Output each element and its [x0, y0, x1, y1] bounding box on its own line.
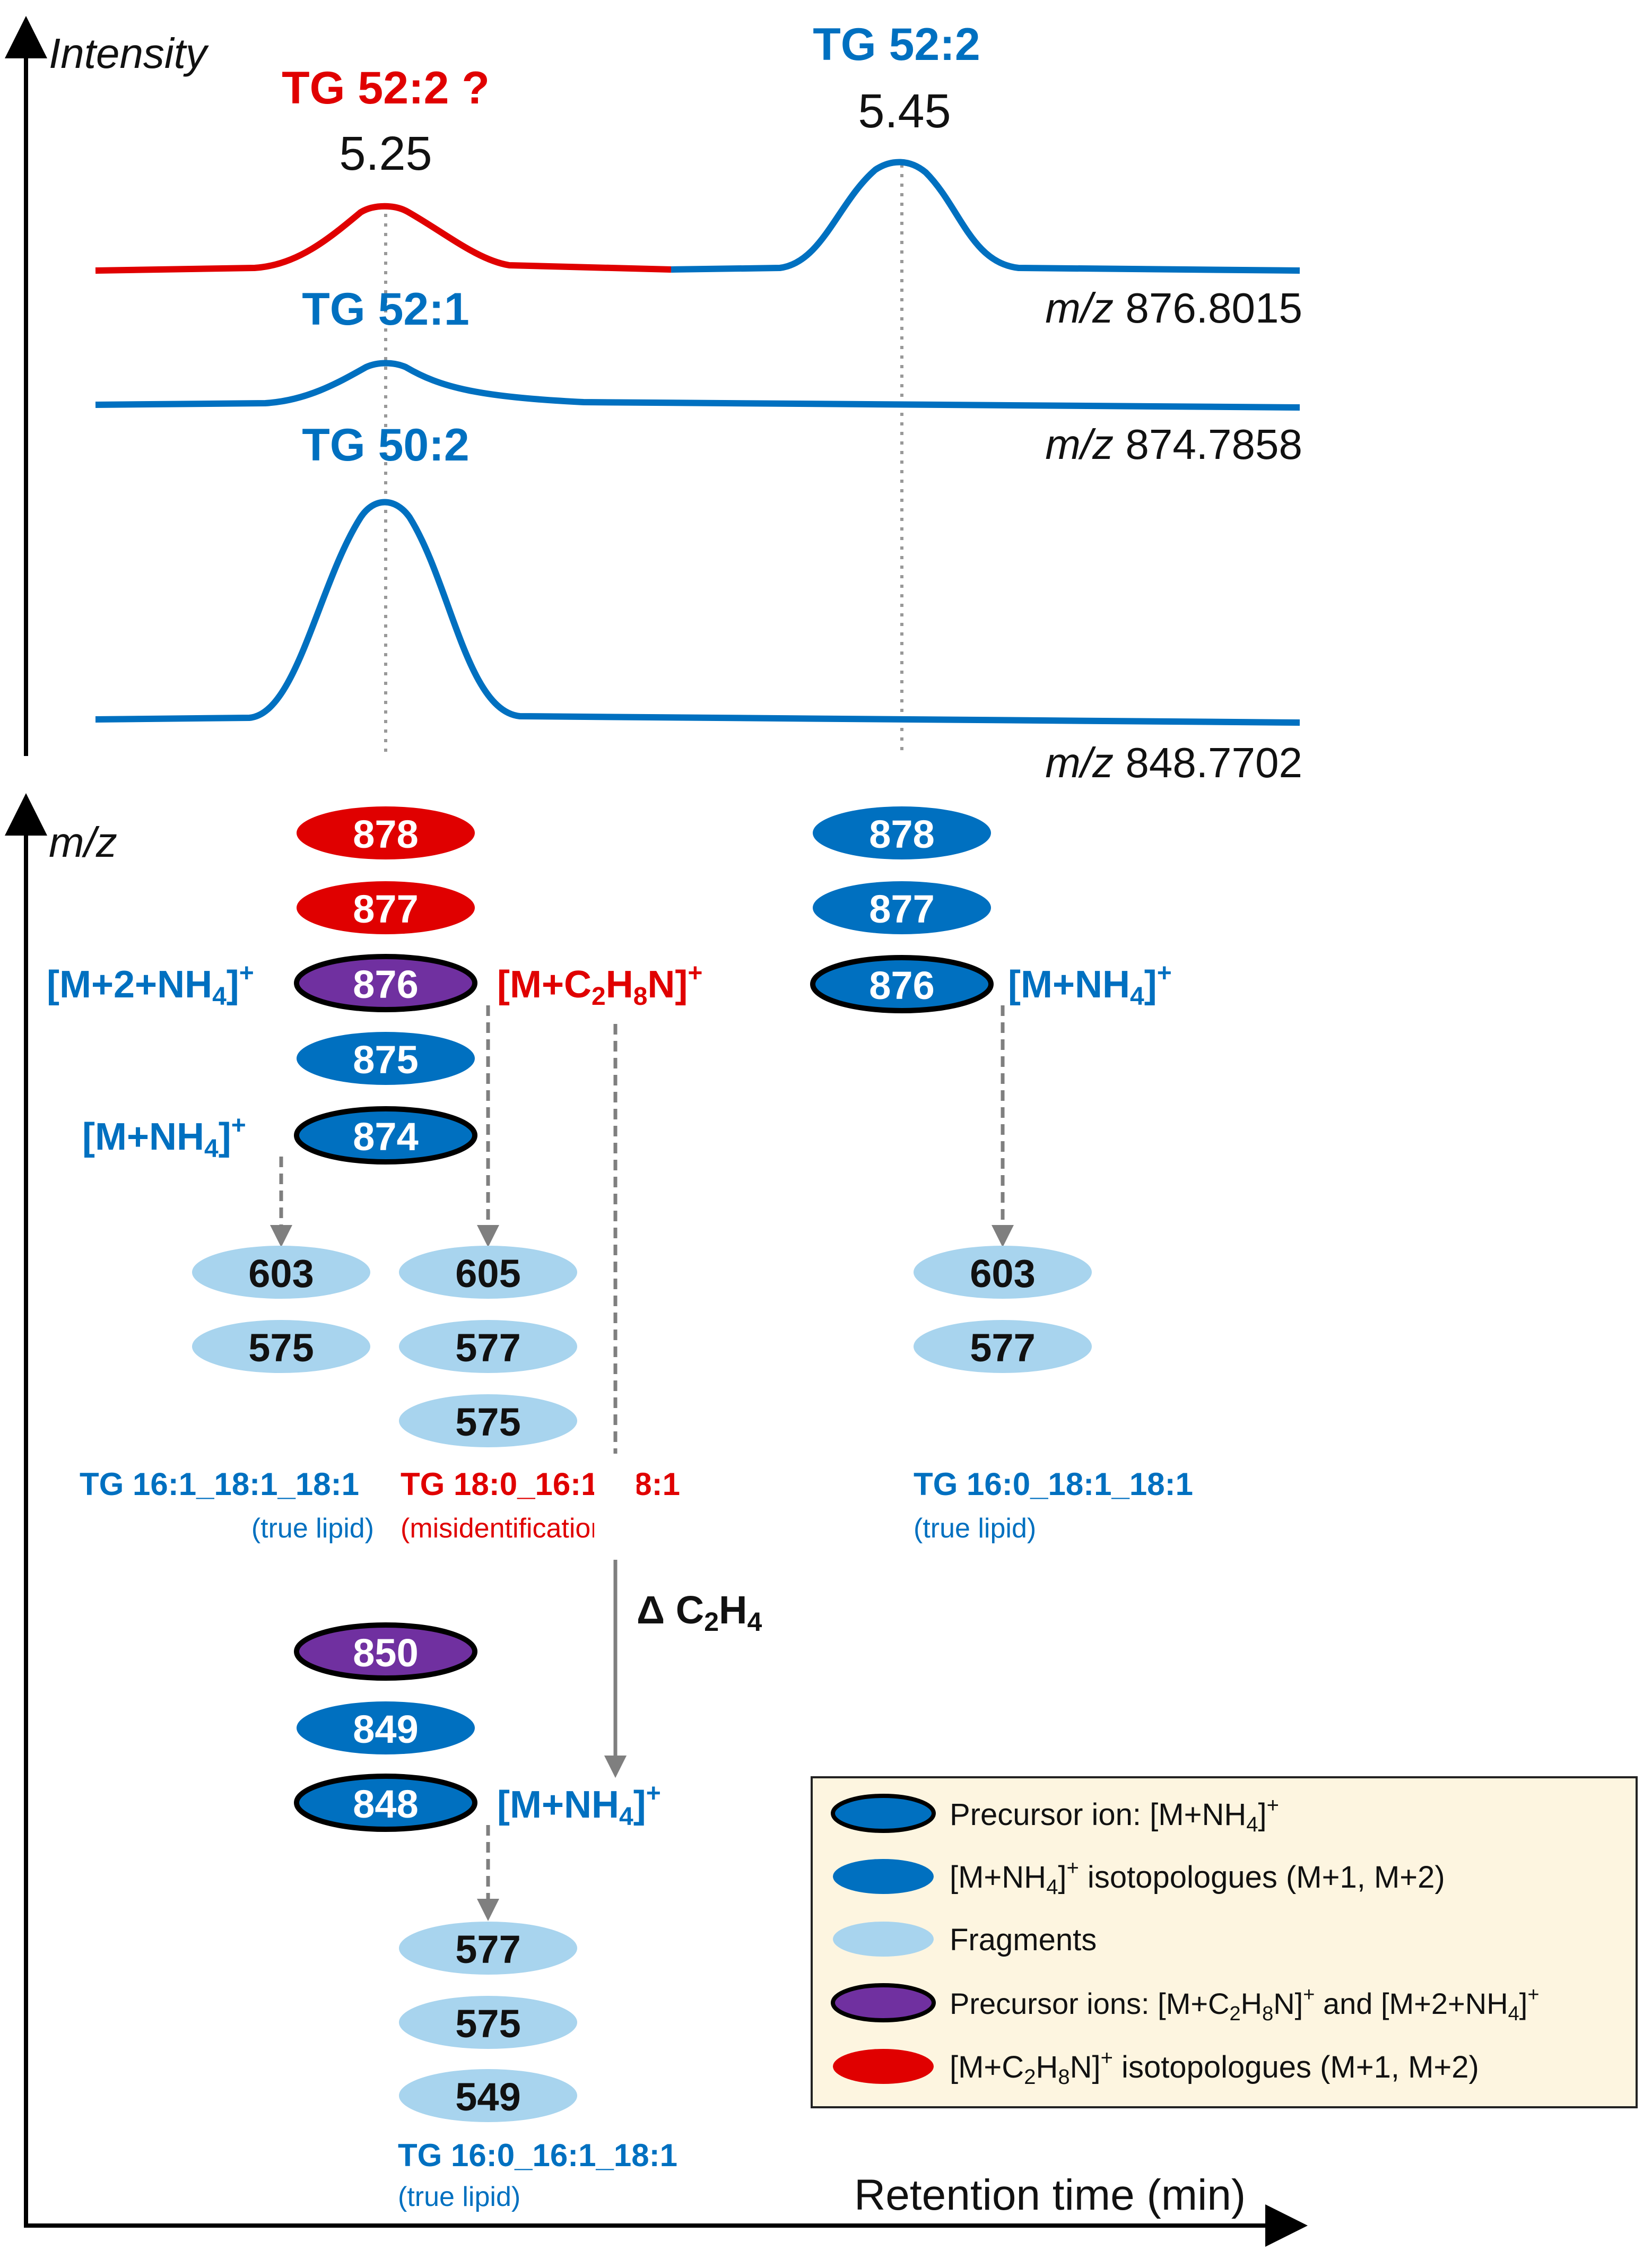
- delta-label-gap: [594, 1454, 637, 1560]
- trace-876: [95, 159, 1300, 274]
- lipid-note-misidentification: (misidentification): [401, 1513, 615, 1544]
- svg-text:577: 577: [455, 1326, 520, 1370]
- ion-875-blue: 875: [297, 1032, 475, 1085]
- legend-item-fragments: Fragments: [833, 1922, 1097, 1957]
- peak-label-tg-50-2: TG 50:2: [302, 420, 469, 471]
- ion-874-precursor: 874: [294, 1106, 477, 1165]
- svg-text:848: 848: [353, 1782, 418, 1826]
- adduct-label-m2nh4: [M+2+NH4]+: [47, 959, 254, 1011]
- lipid-name-tg-16-0-16-1-18-1: TG 16:0_16:1_18:1: [398, 2138, 677, 2173]
- svg-text:577: 577: [455, 1927, 520, 1971]
- trace-876-red-segment: [95, 203, 672, 274]
- trace-mz-label-874: m/z 874.7858: [1045, 421, 1302, 468]
- svg-text:850: 850: [353, 1631, 418, 1675]
- ion-878-blue: 878: [813, 806, 991, 859]
- adduct-label-mnh4-left: [M+NH4]+: [82, 1111, 246, 1163]
- fragment-549-lower: 549: [399, 2069, 577, 2122]
- peak-label-tg-52-2-question: TG 52:2 ?: [282, 63, 490, 114]
- peak-label-tg-52-1: TG 52:1: [302, 284, 469, 335]
- svg-text:Precursor ion: [M+NH4]+: Precursor ion: [M+NH4]+: [950, 1794, 1279, 1836]
- lipid-name-tg-16-0-18-1-18-1: TG 16:0_18:1_18:1: [914, 1466, 1193, 1502]
- legend-item-red-isotopologues: [M+C2H8N]+ isotopologues (M+1, M+2): [833, 2046, 1479, 2089]
- svg-text:549: 549: [455, 2075, 520, 2119]
- lipid-note-true-lipid-lower: (true lipid): [398, 2182, 520, 2212]
- svg-text:[M+C2H8N]+ isotopologues (M+1,: [M+C2H8N]+ isotopologues (M+1, M+2): [950, 2046, 1479, 2089]
- trace-mz-label-848: m/z 848.7702: [1045, 739, 1302, 786]
- delta-c2h4-label: Δ C2H4: [637, 1588, 762, 1637]
- fragment-575-a: 575: [192, 1320, 370, 1373]
- svg-text:878: 878: [869, 812, 934, 856]
- trace-848: [95, 499, 1300, 726]
- intensity-axis-label: Intensity: [49, 30, 210, 77]
- trace-874: [95, 360, 1300, 411]
- fragment-577-right: 577: [914, 1320, 1092, 1373]
- svg-text:575: 575: [455, 2002, 520, 2046]
- svg-text:605: 605: [455, 1252, 520, 1296]
- fragment-603-a: 603: [192, 1246, 370, 1299]
- legend-box: [811, 1776, 1638, 2108]
- legend-item-isotopologues: [M+NH4]+ isotopologues (M+1, M+2): [833, 1856, 1445, 1899]
- adduct-label-mnh4-right: [M+NH4]+: [1008, 959, 1172, 1011]
- ion-877-red: 877: [297, 881, 475, 934]
- svg-text:875: 875: [353, 1038, 418, 1082]
- retention-time-axis-label: Retention time (min): [854, 2171, 1246, 2219]
- lipid-note-true-lipid-right: (true lipid): [914, 1513, 1036, 1544]
- lipid-note-true-lipid-a: (true lipid): [251, 1513, 374, 1544]
- svg-text:575: 575: [455, 1400, 520, 1444]
- peak-label-tg-52-2: TG 52:2: [813, 19, 980, 70]
- fragment-575-b: 575: [399, 1394, 577, 1447]
- fragment-577-b: 577: [399, 1320, 577, 1373]
- ion-877-blue: 877: [813, 881, 991, 934]
- fragment-605-b: 605: [399, 1246, 577, 1299]
- ion-876-purple-precursor: 876: [294, 954, 477, 1012]
- svg-text:874: 874: [353, 1115, 418, 1159]
- ion-849-blue: 849: [297, 1701, 475, 1754]
- svg-text:849: 849: [353, 1707, 418, 1751]
- ion-878-red: 878: [297, 806, 475, 859]
- peak-rt-5-25: 5.25: [339, 127, 432, 180]
- lipid-name-tg-16-1-18-1-18-1: TG 16:1_18:1_18:1: [80, 1466, 359, 1502]
- svg-text:577: 577: [970, 1326, 1035, 1370]
- peak-rt-5-45: 5.45: [858, 85, 951, 138]
- legend-item-precursor: Precursor ion: [M+NH4]+: [831, 1794, 1279, 1836]
- svg-text:Fragments: Fragments: [950, 1923, 1097, 1957]
- adduct-label-mnh4-lower: [M+NH4]+: [497, 1779, 661, 1831]
- ion-848-precursor: 848: [294, 1774, 477, 1832]
- ion-850-purple-precursor: 850: [294, 1622, 477, 1681]
- svg-text:Precursor ions: [M+C2H8N]+ and: Precursor ions: [M+C2H8N]+ and [M+2+NH4]…: [950, 1984, 1540, 2025]
- ion-876-precursor: 876: [810, 955, 994, 1013]
- adduct-label-c2h8n: [M+C2H8N]+: [497, 959, 702, 1011]
- lipid-name-tg-18-0-16-1-18-1: TG 18:0_16:1_18:1: [401, 1466, 680, 1502]
- fragment-603-right: 603: [914, 1246, 1092, 1299]
- svg-text:603: 603: [970, 1252, 1035, 1296]
- svg-text:878: 878: [353, 812, 418, 856]
- svg-text:877: 877: [869, 887, 934, 931]
- svg-text:[M+NH4]+ isotopologues (M+1, M: [M+NH4]+ isotopologues (M+1, M+2): [950, 1856, 1445, 1899]
- svg-text:876: 876: [353, 962, 418, 1006]
- fragment-577-lower: 577: [399, 1922, 577, 1975]
- mz-axis-label: m/z: [49, 819, 117, 866]
- svg-text:877: 877: [353, 887, 418, 931]
- svg-text:876: 876: [869, 963, 934, 1007]
- trace-mz-label-876: m/z 876.8015: [1045, 284, 1302, 332]
- trace-876-blue-segment: [671, 159, 1300, 274]
- legend: Precursor ion: [M+NH4]+ [M+NH4]+ isotopo…: [811, 1776, 1638, 2108]
- svg-text:603: 603: [248, 1252, 314, 1296]
- legend-item-purple-precursors: Precursor ions: [M+C2H8N]+ and [M+2+NH4]…: [831, 1983, 1540, 2025]
- fragment-575-lower: 575: [399, 1996, 577, 2049]
- svg-text:575: 575: [248, 1326, 314, 1370]
